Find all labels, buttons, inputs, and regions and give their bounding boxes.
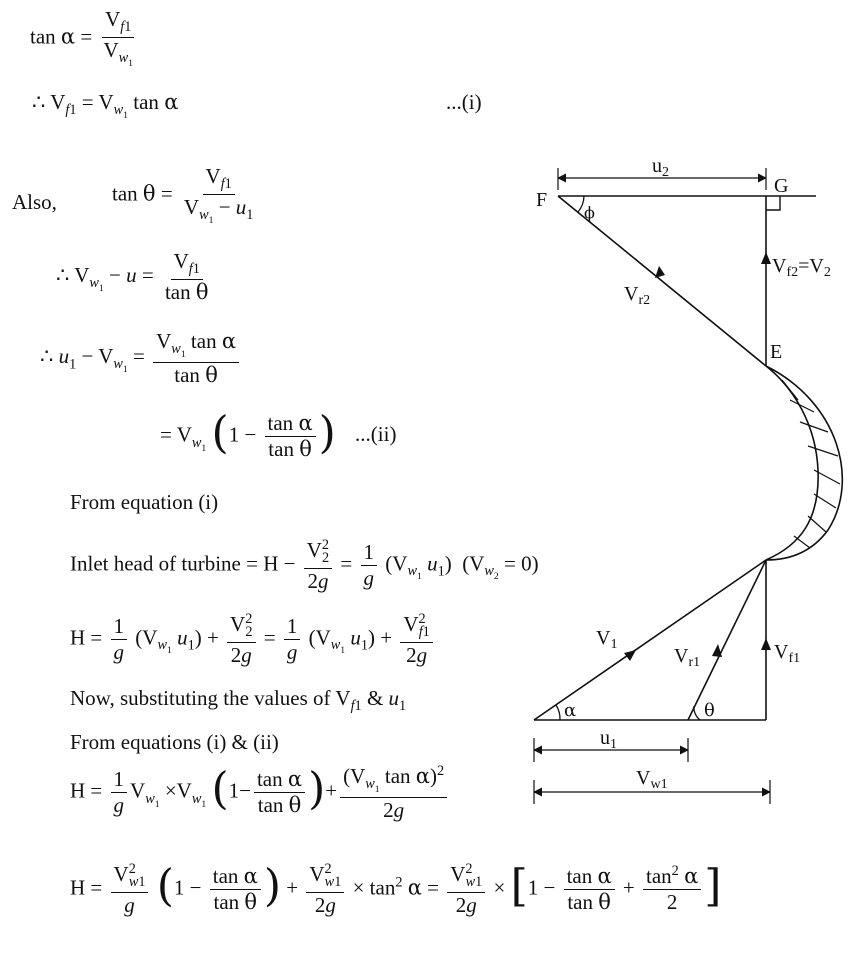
velocity-triangle-diagram: u2 G F ϕ Vf2=V2 Vr2 E V1 Vr1 Vf1 α θ u1 …: [533, 155, 843, 804]
eq-vf1: ∴ Vf1 = Vw1 tan α: [32, 90, 179, 122]
label-alpha: α: [564, 700, 576, 721]
label-e: E: [770, 341, 782, 363]
label-f: F: [536, 189, 547, 211]
label-vw1: Vw1: [636, 767, 668, 792]
label-phi: ϕ: [584, 203, 595, 222]
label-vr2: Vr2: [624, 283, 650, 308]
from-equations: From equations (i) & (ii): [70, 730, 279, 754]
label-vr1: Vr1: [674, 645, 700, 670]
tag-i: ...(i): [446, 90, 482, 114]
now-substituting: Now, substituting the values of Vf1 & u1: [70, 686, 407, 715]
label-u1: u1: [600, 727, 617, 752]
label-vf1: Vf1: [774, 641, 800, 666]
outlet-velocity-triangle: [557, 168, 816, 367]
label-v1: V1: [596, 627, 617, 652]
label-g: G: [774, 175, 788, 197]
turbine-blade: [765, 365, 843, 561]
also-label: Also,: [12, 190, 57, 214]
inlet-velocity-triangle: [533, 559, 771, 804]
label-vf2: Vf2=V2: [772, 255, 831, 280]
from-equation-i: From equation (i): [70, 490, 219, 514]
label-theta: θ: [704, 700, 715, 721]
label-u2: u2: [652, 155, 669, 180]
tag-ii: ...(ii): [355, 422, 397, 447]
